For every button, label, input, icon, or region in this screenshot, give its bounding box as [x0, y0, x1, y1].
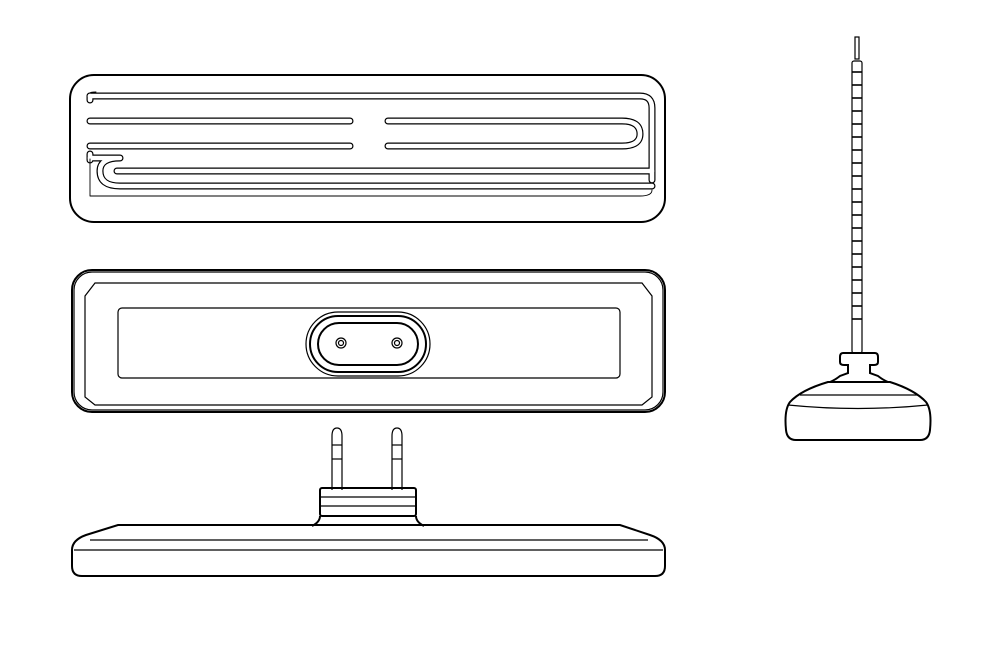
magnetic-base	[784, 381, 932, 441]
antenna-tip	[854, 36, 860, 60]
antenna-mast	[851, 60, 863, 354]
antenna-panel-top-view	[69, 74, 666, 223]
panel-recess	[117, 307, 621, 379]
connector-pin-left	[331, 427, 343, 490]
socket-hole-left	[335, 337, 347, 349]
connector-socket	[305, 311, 431, 377]
base-body	[71, 524, 666, 577]
base-collar	[319, 487, 417, 517]
antenna-panel-front-view	[71, 269, 666, 413]
mast-mount	[829, 352, 889, 383]
panel-bevel	[84, 282, 653, 406]
connector-pin-right	[391, 427, 403, 490]
whip-antenna-side-view	[784, 36, 932, 441]
serpentine-grooves	[90, 91, 652, 197]
mast-segments	[852, 71, 862, 320]
antenna-base-side-view	[71, 427, 666, 577]
socket-hole-right	[391, 337, 403, 349]
panel-outline	[69, 74, 666, 223]
panel-outline	[71, 269, 666, 413]
